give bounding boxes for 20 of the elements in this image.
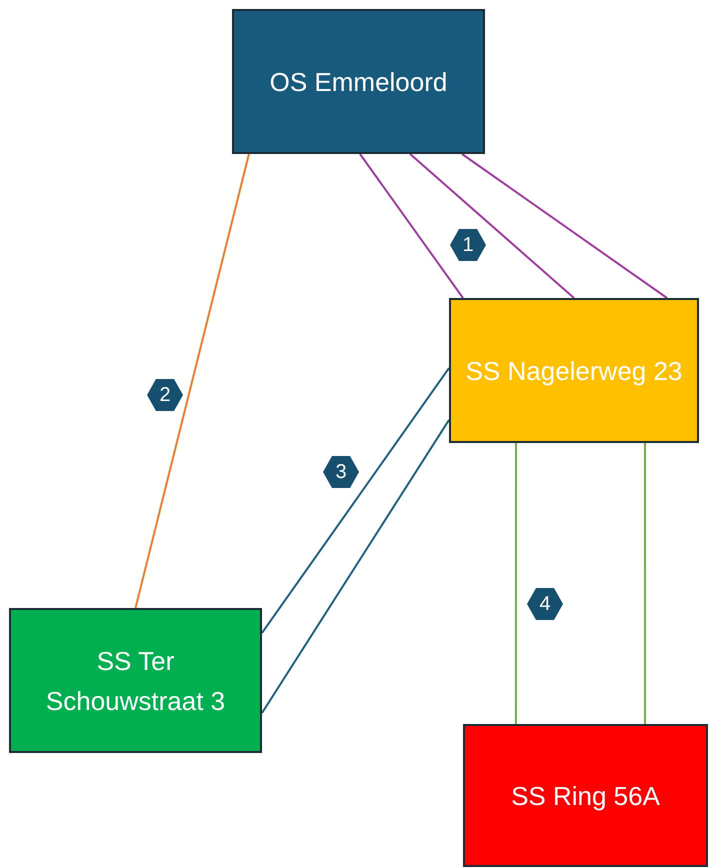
connector-line [461, 153, 668, 299]
station-box [463, 724, 708, 867]
connector-line [409, 153, 575, 299]
connector-line [644, 443, 646, 724]
station-box [232, 9, 485, 154]
station-name: SS Ring 56A [510, 780, 661, 812]
station-box [9, 608, 262, 753]
station-name: SS Ter Schouwstraat 3 [44, 644, 226, 718]
connector-line [261, 419, 450, 714]
connector-line [514, 443, 517, 724]
callout-number: 2 [147, 379, 183, 411]
station-box [449, 298, 699, 443]
station-name: SS Nagelerweg 23 [464, 354, 684, 388]
callout-number: 3 [323, 456, 359, 488]
callout-number: 4 [527, 588, 563, 620]
connector-line [261, 367, 450, 634]
station-name: OS Emmeloord [268, 66, 448, 98]
connector-line [134, 154, 250, 608]
callout-number: 1 [450, 229, 486, 261]
connector-line [359, 153, 464, 299]
